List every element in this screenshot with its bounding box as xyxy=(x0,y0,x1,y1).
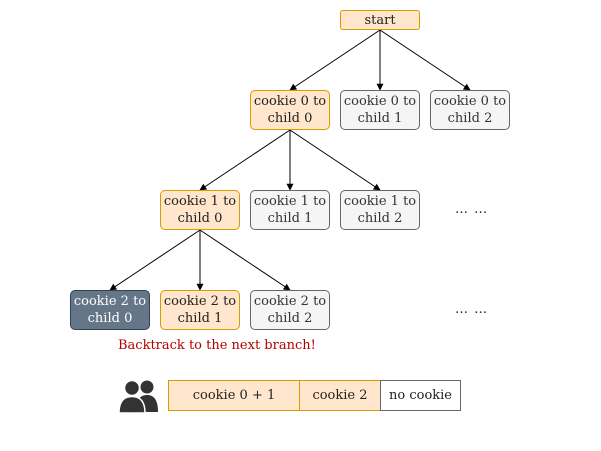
node-cookie-1-child-2: cookie 1 to child 2 xyxy=(340,190,420,230)
backtrack-note: Backtrack to the next branch! xyxy=(118,338,316,353)
node-cookie-0-child-1: cookie 0 to child 1 xyxy=(340,90,420,130)
node-cookie-1-child-1: cookie 1 to child 1 xyxy=(250,190,330,230)
edge-l1c0-l2c2 xyxy=(289,129,381,191)
edge-l2c0-l3c0 xyxy=(109,229,201,291)
assignment-cell-cookie-2: cookie 2 xyxy=(299,380,381,411)
edge-start-l1c2 xyxy=(379,29,471,91)
ellipsis-level-3: … … xyxy=(455,302,489,317)
node-cookie-0-child-2: cookie 0 to child 2 xyxy=(430,90,510,130)
node-cookie-2-child-1: cookie 2 to child 1 xyxy=(160,290,240,330)
edge-l1c0-l2c0 xyxy=(199,129,291,191)
assignment-cell-no-cookie: no cookie xyxy=(380,380,461,411)
start-node: start xyxy=(340,10,420,30)
node-cookie-1-child-0: cookie 1 to child 0 xyxy=(160,190,240,230)
node-cookie-2-child-2: cookie 2 to child 2 xyxy=(250,290,330,330)
users-icon xyxy=(118,379,158,414)
node-cookie-2-child-0: cookie 2 to child 0 xyxy=(70,290,150,330)
ellipsis-level-2: … … xyxy=(455,202,489,217)
assignment-cell-cookie-0-1: cookie 0 + 1 xyxy=(168,380,300,411)
edge-start-l1c0 xyxy=(289,29,381,91)
edge-l2c0-l3c2 xyxy=(199,229,291,291)
node-cookie-0-child-0: cookie 0 to child 0 xyxy=(250,90,330,130)
